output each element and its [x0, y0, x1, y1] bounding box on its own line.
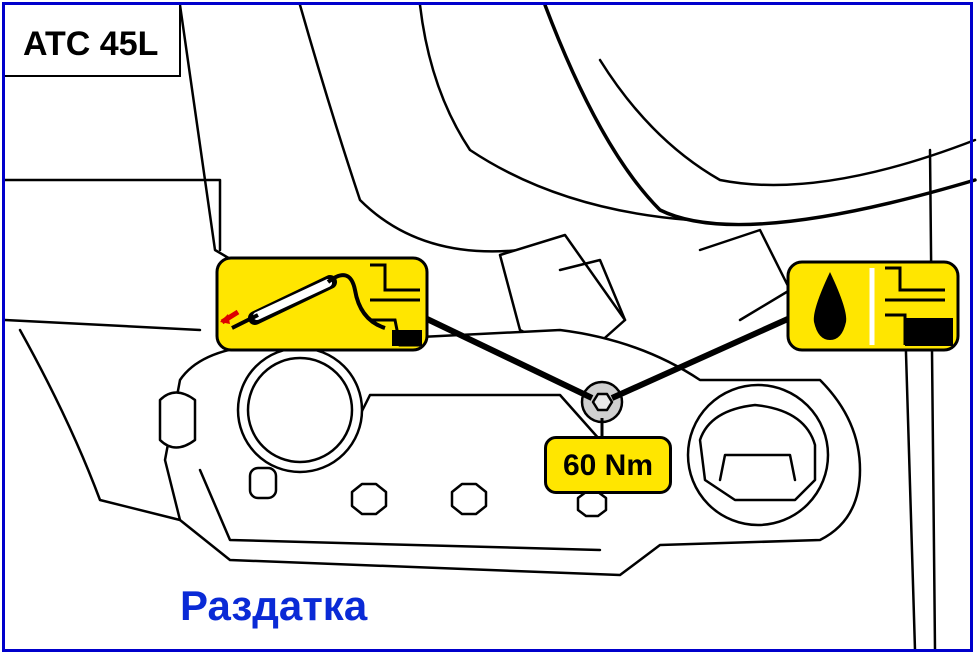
model-label-box: ATC 45L	[5, 5, 181, 77]
model-label: ATC 45L	[23, 25, 159, 63]
diagram-caption: Раздатка	[180, 582, 368, 629]
torque-value: 60 Nm	[562, 449, 654, 482]
blue-border-frame	[2, 2, 973, 652]
torque-callout: 60 Nm	[544, 436, 672, 494]
oil-extraction-syringe-icon	[215, 256, 429, 352]
oil-drop-level-icon	[786, 260, 960, 352]
